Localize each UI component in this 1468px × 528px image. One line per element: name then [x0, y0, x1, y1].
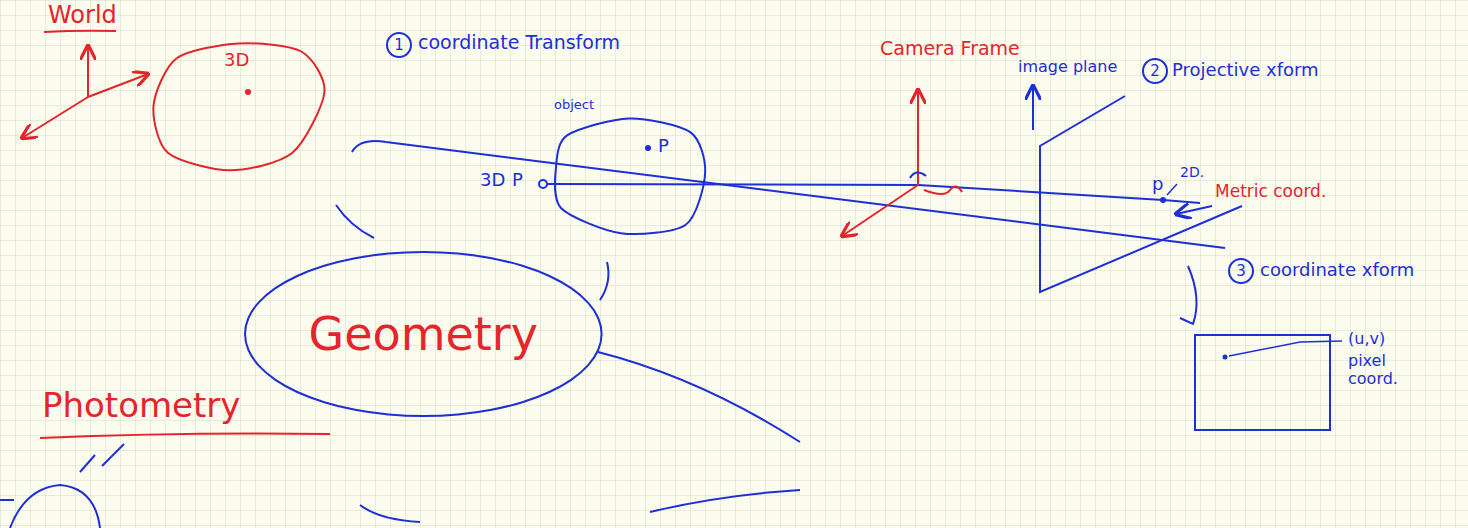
point-label: P	[658, 136, 669, 157]
bracket-line	[650, 490, 800, 512]
point-marker	[1160, 197, 1166, 203]
pointer-arrow	[1032, 86, 1034, 130]
point-label: P	[512, 170, 523, 191]
bracket-line	[336, 205, 374, 238]
bracket-line	[360, 505, 420, 522]
plane-label: image plane	[1018, 58, 1117, 76]
bracket-line	[600, 262, 608, 300]
bracket-line	[598, 352, 800, 442]
step-title: Projective xform	[1172, 60, 1319, 81]
point-marker	[539, 180, 547, 188]
step-title: coordinate xform	[1260, 260, 1414, 281]
object-label: object	[554, 98, 594, 113]
step-number: 1	[386, 32, 412, 58]
world-object-blob: 3D	[150, 38, 328, 173]
geometry-ellipse: Geometry	[243, 250, 604, 418]
coordinate-label: (u,v)	[1348, 330, 1385, 348]
topic-heading: Photometry	[42, 386, 240, 425]
camera-axis	[924, 186, 962, 194]
step-title: coordinate Transform	[418, 32, 620, 54]
point-marker	[1223, 355, 1228, 360]
camera-axis	[917, 90, 919, 185]
object-blob: objectP	[548, 96, 710, 236]
underline	[44, 31, 116, 32]
step-number: 2	[1142, 58, 1168, 84]
camera-center	[910, 172, 926, 178]
light-ray	[80, 455, 95, 472]
light-ray	[102, 444, 124, 466]
frame-heading: World	[48, 2, 117, 30]
dimension-label: 2D.	[1180, 164, 1204, 180]
world-axis	[87, 46, 89, 97]
outline-path	[555, 118, 705, 234]
outline-shape	[548, 96, 710, 236]
bracket-line	[1180, 266, 1197, 324]
point-label: p	[1152, 174, 1163, 195]
leader-line	[1229, 341, 1342, 356]
coordinate-label: pixel coord.	[1348, 352, 1412, 389]
dimension-label: 3D	[224, 50, 249, 71]
projection-ray	[547, 184, 1200, 203]
pointer-arrow	[1176, 206, 1212, 214]
world-axis	[22, 97, 88, 138]
topic-heading: Geometry	[309, 308, 538, 361]
bracket-line	[352, 141, 1225, 248]
dimension-label: 3D	[480, 170, 505, 191]
point-marker	[645, 145, 651, 151]
outline-path	[245, 252, 602, 416]
frame-heading: Camera Frame	[880, 38, 1020, 60]
world-axis	[88, 74, 148, 97]
underline	[40, 434, 330, 439]
leader-line	[1167, 184, 1177, 195]
coordinate-label: Metric coord.	[1215, 182, 1326, 202]
step-number: 3	[1228, 258, 1254, 284]
light-source	[10, 485, 100, 528]
image-plane	[1040, 96, 1242, 292]
point-marker	[245, 89, 251, 95]
outline-path	[153, 43, 324, 170]
camera-axis	[842, 185, 918, 236]
light-ray	[0, 499, 14, 501]
